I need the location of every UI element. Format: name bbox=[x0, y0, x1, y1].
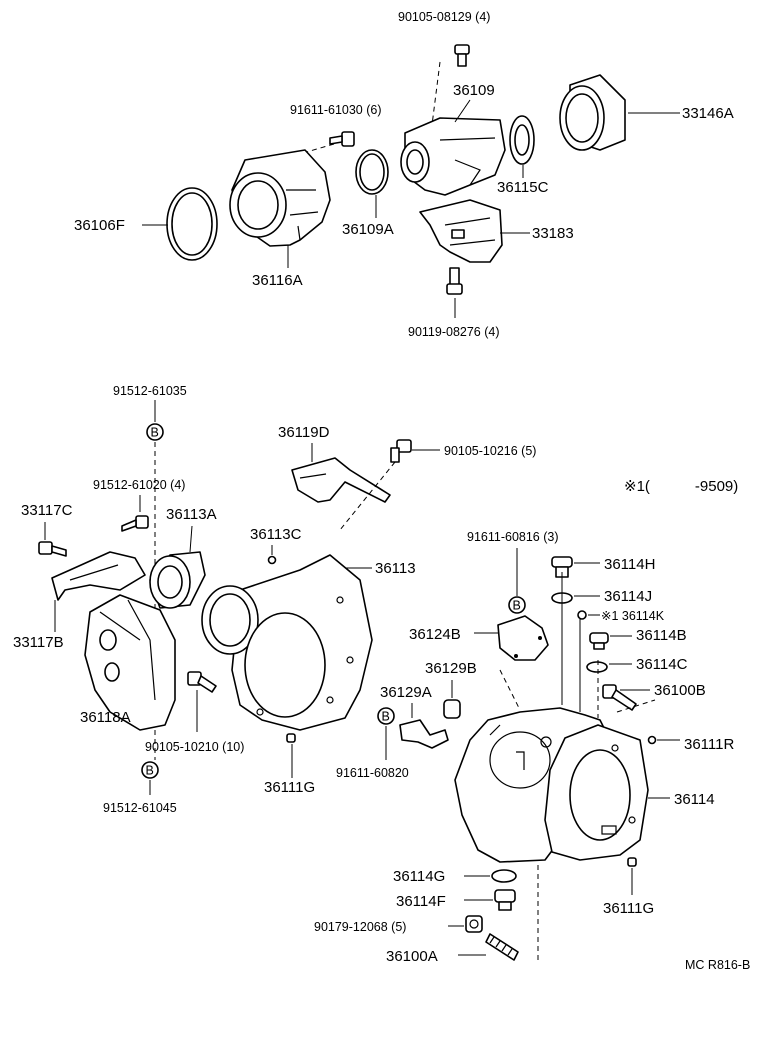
marker-b-60820: B bbox=[377, 707, 395, 725]
bolt-91611-61030 bbox=[329, 131, 355, 147]
stud-36100A bbox=[485, 933, 519, 961]
part-36129B bbox=[443, 699, 461, 719]
part-36109A-ring bbox=[355, 149, 389, 195]
part-36114F-plug bbox=[494, 889, 516, 911]
part-36106F-oring bbox=[166, 187, 218, 261]
bolt-90105-10210 bbox=[187, 671, 217, 693]
part-36118A-plate bbox=[84, 594, 176, 731]
part-33183-bracket bbox=[419, 199, 503, 263]
part-36129A-clip bbox=[399, 719, 449, 749]
part-36114K bbox=[577, 610, 587, 620]
label-36129A: 36129A bbox=[380, 684, 432, 701]
label-36114F: 36114F bbox=[396, 893, 446, 910]
label-36114B: 36114B bbox=[636, 627, 687, 644]
note-text: ※1( -9509) bbox=[624, 478, 738, 495]
label-36109A: 36109A bbox=[342, 221, 394, 238]
label-33117C: 33117C bbox=[21, 502, 73, 519]
label-91512-61020: 91512-61020 (4) bbox=[93, 478, 185, 492]
part-36109-case bbox=[400, 117, 506, 196]
part-36114G-washer bbox=[491, 869, 517, 883]
label-36114K: ※1 36114K bbox=[601, 609, 665, 623]
part-36114-case bbox=[454, 707, 649, 863]
label-91611-61030: 91611-61030 (6) bbox=[290, 103, 382, 117]
label-36100B: 36100B bbox=[654, 682, 706, 699]
label-36118A: 36118A bbox=[80, 709, 131, 726]
label-36111G-left: 36111G bbox=[264, 779, 315, 796]
label-33117B: 33117B bbox=[13, 634, 64, 651]
label-90179-12068: 90179-12068 (5) bbox=[314, 920, 406, 934]
label-90105-08129: 90105-08129 (4) bbox=[398, 10, 490, 24]
label-36129B: 36129B bbox=[425, 660, 477, 677]
label-36106F: 36106F bbox=[74, 217, 125, 234]
part-36111R-pin bbox=[647, 735, 657, 745]
label-91611-60816: 91611-60816 (3) bbox=[467, 530, 559, 544]
bolt-33117C bbox=[38, 541, 67, 557]
label-91512-61035: 91512-61035 bbox=[113, 384, 187, 398]
part-36116A-housing bbox=[229, 149, 331, 247]
marker-b-top: B bbox=[146, 423, 164, 441]
part-36115C-seal bbox=[509, 115, 535, 165]
part-36113C-pin bbox=[267, 555, 277, 565]
label-36114G: 36114G bbox=[393, 868, 445, 885]
marker-b-right: B bbox=[508, 596, 526, 614]
label-36124B: 36124B bbox=[409, 626, 461, 643]
part-33117B-bracket bbox=[51, 551, 146, 601]
label-90105-10216: 90105-10216 (5) bbox=[444, 444, 536, 458]
svg-text:B: B bbox=[151, 426, 159, 440]
svg-text:B: B bbox=[513, 599, 521, 613]
reference-code: MC R816-B bbox=[685, 958, 750, 972]
label-36113: 36113 bbox=[375, 560, 416, 577]
part-36114C-washer bbox=[586, 661, 608, 673]
label-36113A: 36113A bbox=[166, 506, 217, 523]
nut-90179-12068 bbox=[465, 915, 483, 933]
bolt-91512-61020 bbox=[121, 515, 149, 532]
bolt-90105-08129 bbox=[454, 44, 470, 67]
label-36115C: 36115C bbox=[497, 179, 549, 196]
part-36113A-bearing bbox=[149, 551, 206, 609]
bolt-36100B bbox=[602, 684, 637, 711]
part-33146A-sleeve bbox=[559, 74, 626, 151]
label-36111R: 36111R bbox=[684, 736, 734, 753]
label-36114: 36114 bbox=[674, 791, 715, 808]
label-36100A: 36100A bbox=[386, 948, 438, 965]
label-36113C: 36113C bbox=[250, 526, 302, 543]
label-90119-08276: 90119-08276 (4) bbox=[408, 325, 500, 339]
label-36109: 36109 bbox=[453, 82, 495, 99]
marker-b-bottom: B bbox=[141, 761, 159, 779]
label-90105-10210: 90105-10210 (10) bbox=[145, 740, 244, 754]
label-36111G-right: 36111G bbox=[603, 900, 654, 917]
bolt-90105-10216 bbox=[390, 439, 412, 463]
label-91512-61045: 91512-61045 bbox=[103, 801, 177, 815]
label-33146A: 33146A bbox=[682, 105, 734, 122]
label-36114C: 36114C bbox=[636, 656, 688, 673]
part-36111G-pin-left bbox=[286, 733, 296, 743]
label-36119D: 36119D bbox=[278, 424, 330, 441]
part-36111G-pin-right bbox=[627, 857, 637, 867]
part-36119D-bracket bbox=[291, 457, 391, 503]
label-36114H: 36114H bbox=[604, 556, 655, 573]
label-33183: 33183 bbox=[532, 225, 574, 242]
part-36113-housing bbox=[201, 554, 373, 731]
bolt-90119-08276 bbox=[446, 267, 463, 295]
svg-text:B: B bbox=[146, 764, 154, 778]
part-36114B-plug bbox=[589, 632, 609, 650]
label-36116A: 36116A bbox=[252, 272, 303, 289]
label-91611-60820: 91611-60820 bbox=[336, 766, 409, 780]
svg-text:B: B bbox=[382, 710, 390, 724]
part-36124B-cover bbox=[497, 615, 549, 661]
label-36114J: 36114J bbox=[604, 588, 652, 605]
